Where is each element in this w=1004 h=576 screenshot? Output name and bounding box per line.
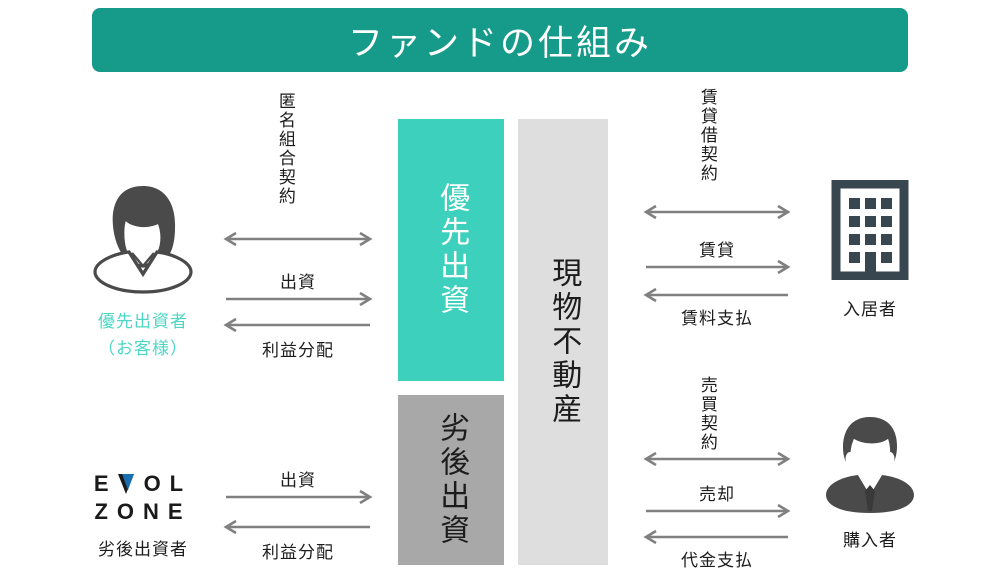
entity-tenant: 入居者 xyxy=(800,179,940,320)
arrow-profit-distribution-bottom xyxy=(218,520,378,534)
evolzone-logo-suffix: OL xyxy=(143,471,193,496)
bar-physical-real-estate-label: 現物不動産 xyxy=(547,257,581,427)
entity-subordinate-investor: E OL ZONE 劣後出資者 xyxy=(58,470,228,560)
entity-senior-investor-caption-2: （お客様） xyxy=(98,339,188,358)
bar-senior-investment: 優先出資 xyxy=(398,119,504,381)
evolzone-logo-line-2: ZONE xyxy=(94,498,192,524)
arrow-label-profit-distribution-top: 利益分配 xyxy=(262,341,334,360)
page-title: ファンドの仕組み xyxy=(347,23,652,63)
arrow-label-investment-top: 出資 xyxy=(280,273,316,292)
arrow-label-lease-contract: 賃貸借契約 xyxy=(697,88,717,183)
entity-senior-investor: 優先出資者 （お客様） xyxy=(58,182,228,359)
evolzone-logo-prefix: E xyxy=(93,471,118,496)
header-banner: ファンドの仕組み xyxy=(92,8,908,72)
bar-subordinate-investment-label: 劣後出資 xyxy=(435,412,469,548)
arrow-label-price-payment: 代金支払 xyxy=(681,551,753,570)
arrow-label-anonymous-partnership-contract: 匿名組合契約 xyxy=(275,92,295,206)
arrow-lease-contract xyxy=(638,205,796,219)
arrow-sales-contract xyxy=(638,452,796,466)
entity-buyer-caption: 購入者 xyxy=(843,531,897,550)
arrow-label-profit-distribution-bottom: 利益分配 xyxy=(262,543,334,562)
bar-senior-investment-label: 優先出資 xyxy=(435,182,469,318)
arrow-label-sale: 売却 xyxy=(699,485,735,504)
arrow-rent-payment xyxy=(638,288,796,302)
entity-buyer: 購入者 xyxy=(800,415,940,551)
arrow-anonymous-partnership-contract xyxy=(218,232,378,246)
arrow-rental xyxy=(638,260,796,274)
female-avatar-icon xyxy=(85,182,201,299)
arrow-investment-bottom xyxy=(218,490,378,504)
arrow-sale xyxy=(638,504,796,518)
arrow-label-investment-bottom: 出資 xyxy=(280,471,316,490)
evolzone-logo-line-1: E OL xyxy=(94,470,192,498)
bar-subordinate-investment: 劣後出資 xyxy=(398,395,504,565)
evolzone-logo: E OL ZONE xyxy=(94,470,192,525)
bar-physical-real-estate: 現物不動産 xyxy=(518,119,608,565)
building-icon xyxy=(830,179,910,285)
arrow-label-rental: 賃貸 xyxy=(699,241,735,260)
arrow-price-payment xyxy=(638,530,796,544)
entity-tenant-caption: 入居者 xyxy=(843,300,897,319)
arrow-profit-distribution-top xyxy=(218,318,378,332)
entity-subordinate-investor-caption: 劣後出資者 xyxy=(98,540,188,559)
entity-senior-investor-caption-1: 優先出資者 xyxy=(98,312,188,331)
arrow-investment-top xyxy=(218,292,378,306)
evolzone-logo-v-accent-icon xyxy=(117,473,135,494)
arrow-label-sales-contract: 売買契約 xyxy=(697,376,717,452)
businessman-icon xyxy=(822,415,918,520)
arrow-label-rent-payment: 賃料支払 xyxy=(681,309,753,328)
